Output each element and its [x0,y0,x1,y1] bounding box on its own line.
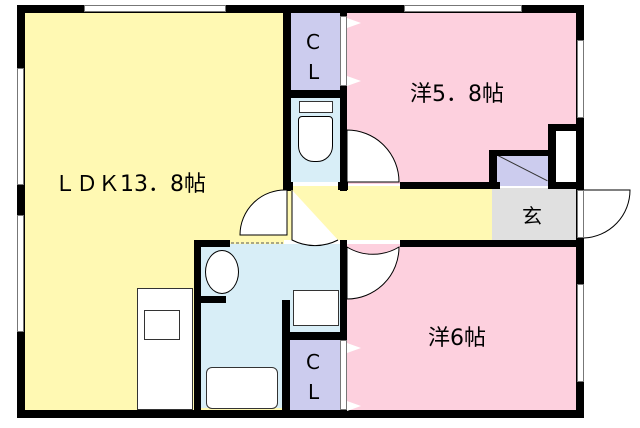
wall-storage-top [548,124,584,131]
closet-1-label-l: L [308,60,320,84]
closet2-hinge-1 [347,343,361,353]
washing-machine-pan [293,290,339,326]
window-ldk-left-1 [17,68,24,185]
wall-closet-bottom [283,90,347,98]
closet-1-label-c: C [306,30,320,54]
closet-2-label-l: L [308,380,320,404]
wall-closet2-top [284,332,346,340]
closet-1 [290,12,340,92]
wall-closet-east [340,5,347,191]
wall-wet-west [194,240,201,418]
wall-toilet-bottom-right [338,182,348,190]
window-west1-right [577,40,584,118]
window-entrance-door [577,190,584,238]
entrance [492,188,576,240]
wall-sink-bottom [194,296,226,303]
closet2-hinge-2 [347,401,361,411]
closet-2-label-c: C [306,350,320,374]
sink [205,250,239,294]
wall-shoe-left [489,150,497,188]
toilet-bowl [298,116,333,162]
wall-wet-top [194,240,230,247]
wall-west1-bottom [400,182,500,189]
wall-top [17,5,583,13]
closet-2 [290,340,340,412]
storage-white [556,130,576,184]
wall-storage-left [548,124,556,188]
entrance-label: 玄 [522,204,542,228]
wall-shoe-top [489,150,549,156]
wall-toilet-bottom-left [283,182,293,190]
window-ldk-left-2 [17,215,24,332]
wall-west2-west [340,240,347,418]
bathtub [206,367,278,409]
room-label-western-1: 洋5．8帖 [410,82,504,107]
window-west2-right [577,284,584,382]
toilet-tank [299,101,333,113]
wall-hall-south [400,240,584,247]
room-label-western-2: 洋6帖 [428,326,486,351]
wall-storage-bottom [548,182,584,189]
wall-bottom [17,410,583,418]
wall-left [17,5,25,418]
closet1-door [340,16,347,86]
room-label-ldk: ＬＤＫ13．8帖 [54,172,206,197]
kitchen-sink [144,310,180,340]
kitchen-counter [137,288,193,410]
window-west1-top [404,5,522,12]
closet1-hinge-1 [347,18,361,28]
window-ldk-top [84,5,226,12]
closet2-door [340,340,347,410]
closet1-hinge-2 [347,76,361,86]
wall-ldk-east [283,5,291,191]
wall-bath-east [282,300,290,418]
